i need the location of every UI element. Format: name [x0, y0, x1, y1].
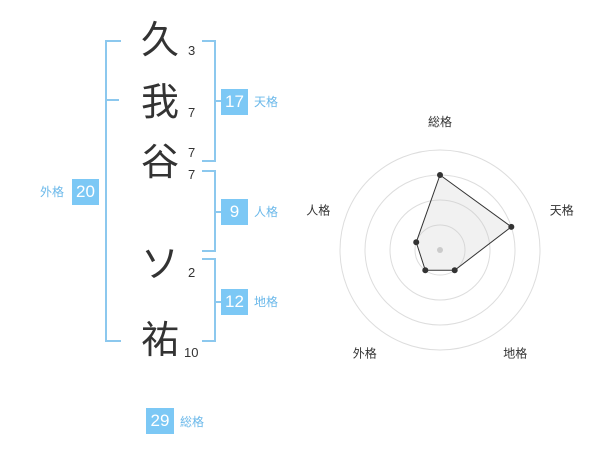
name-char-5: 祐	[140, 318, 179, 362]
radar-point-3	[451, 267, 458, 274]
radar-center	[437, 247, 443, 253]
gaikaku-label: 外格	[40, 185, 65, 199]
radar-axis-label-4: 外格	[353, 346, 377, 361]
name-char-2: 我	[140, 80, 179, 124]
radar-axis-label-2: 天格	[550, 202, 574, 217]
soukaku-badge: 29	[146, 408, 174, 434]
stroke-count-3b: 7	[188, 167, 196, 182]
name-char-3: 谷	[140, 140, 179, 184]
tenkaku-label: 天格	[254, 95, 279, 109]
chikaku-badge: 12	[221, 289, 248, 315]
tenkaku-connector	[214, 100, 222, 102]
soukaku-label: 総格	[180, 415, 205, 429]
tenkaku-badge: 17	[221, 89, 248, 115]
radar-point-5	[413, 239, 420, 246]
gaikaku-bracket	[105, 40, 121, 342]
gaikaku-badge: 20	[72, 179, 99, 205]
radar-ring-4	[339, 149, 541, 351]
chikaku-bracket	[202, 258, 216, 342]
stroke-count-5: 10	[184, 345, 199, 360]
radar-shape	[413, 172, 515, 274]
radar-axis-label-1: 総格	[428, 114, 452, 129]
radar-axis-label-5: 人格	[306, 202, 330, 217]
name-char-4: ソ	[140, 242, 179, 286]
gaikaku-bracket-mid-tick	[105, 99, 119, 101]
jinkaku-label: 人格	[254, 205, 279, 219]
chikaku-label: 地格	[254, 295, 279, 309]
radar-ring-2	[389, 199, 491, 301]
jinkaku-connector	[214, 211, 222, 213]
radar-point-4	[422, 267, 429, 274]
stroke-count-1: 3	[188, 43, 196, 58]
stroke-count-3: 7	[188, 145, 196, 160]
radar-point-1	[437, 172, 443, 178]
name-char-1: 久	[140, 18, 179, 62]
jinkaku-badge: 9	[221, 199, 248, 225]
stroke-count-4: 2	[188, 265, 196, 280]
radar-axis-label-3: 地格	[503, 346, 527, 361]
radar-point-2	[508, 223, 515, 230]
radar-ring-1	[414, 224, 466, 276]
radar-polygon	[415, 174, 513, 271]
stroke-count-2: 7	[188, 105, 196, 120]
chikaku-connector	[214, 301, 222, 303]
